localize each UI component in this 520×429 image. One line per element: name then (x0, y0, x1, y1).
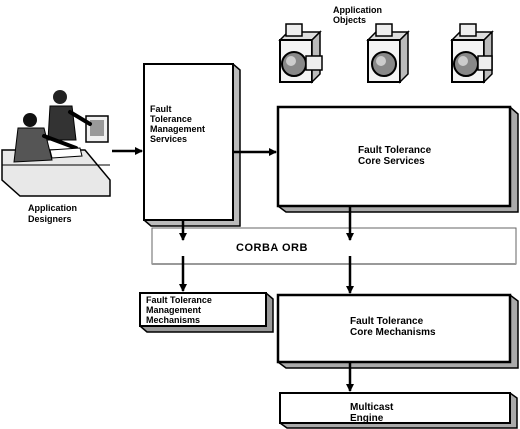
ft-core-mechanisms-box (276, 293, 519, 369)
multicast-engine-label: Multicast Engine (350, 402, 396, 424)
ft-management-mechanisms-box (139, 292, 274, 333)
application-object-icon (450, 23, 494, 84)
ft-management-services-label: Fault Tolerance Management Services (150, 104, 208, 144)
corba-orb-band (151, 227, 517, 265)
ft-management-mechanisms-label: Fault Tolerance Management Mechanisms (146, 295, 214, 325)
corba-orb-label: CORBA ORB (236, 242, 308, 254)
application-designers-label: Application Designers (28, 203, 80, 224)
ft-core-mechanisms-label: Fault Tolerance Core Mechanisms (350, 316, 436, 338)
ft-core-services-label: Fault Tolerance Core Services (358, 145, 434, 167)
application-objects-label: Application Objects (333, 5, 385, 25)
application-designers-illustration (1, 90, 111, 197)
ft-management-services-box (143, 63, 241, 227)
multicast-engine-box (279, 392, 518, 429)
application-object-icon (278, 23, 323, 84)
ft-core-services-box (276, 105, 519, 213)
application-object-icon (366, 23, 410, 84)
